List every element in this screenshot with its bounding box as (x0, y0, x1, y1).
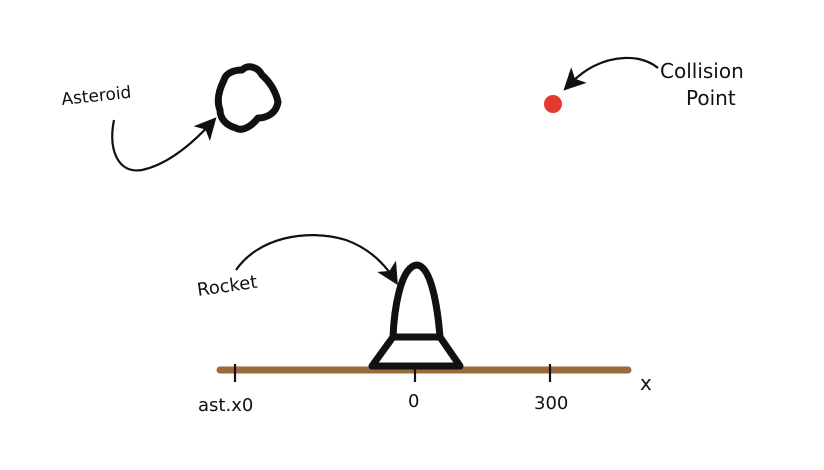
collision-point (544, 95, 562, 113)
collision-arrow (563, 56, 659, 91)
axis-label-x: x (640, 371, 652, 395)
collision-label-line1: Collision (660, 59, 744, 83)
tick-label-ast-x0: ast.x0 (198, 395, 253, 416)
tick-label-0: 0 (408, 391, 419, 412)
asteroid-label: Asteroid (60, 83, 132, 110)
rocket-arrow (235, 234, 398, 286)
rocket-base (368, 333, 464, 370)
rocket-body (389, 261, 444, 341)
asteroid-arrow (111, 117, 217, 172)
rocket-label: Rocket (196, 272, 259, 301)
tick-label-300: 300 (534, 393, 568, 414)
asteroid-shape (214, 63, 282, 133)
collision-label-line2: Point (686, 86, 736, 110)
